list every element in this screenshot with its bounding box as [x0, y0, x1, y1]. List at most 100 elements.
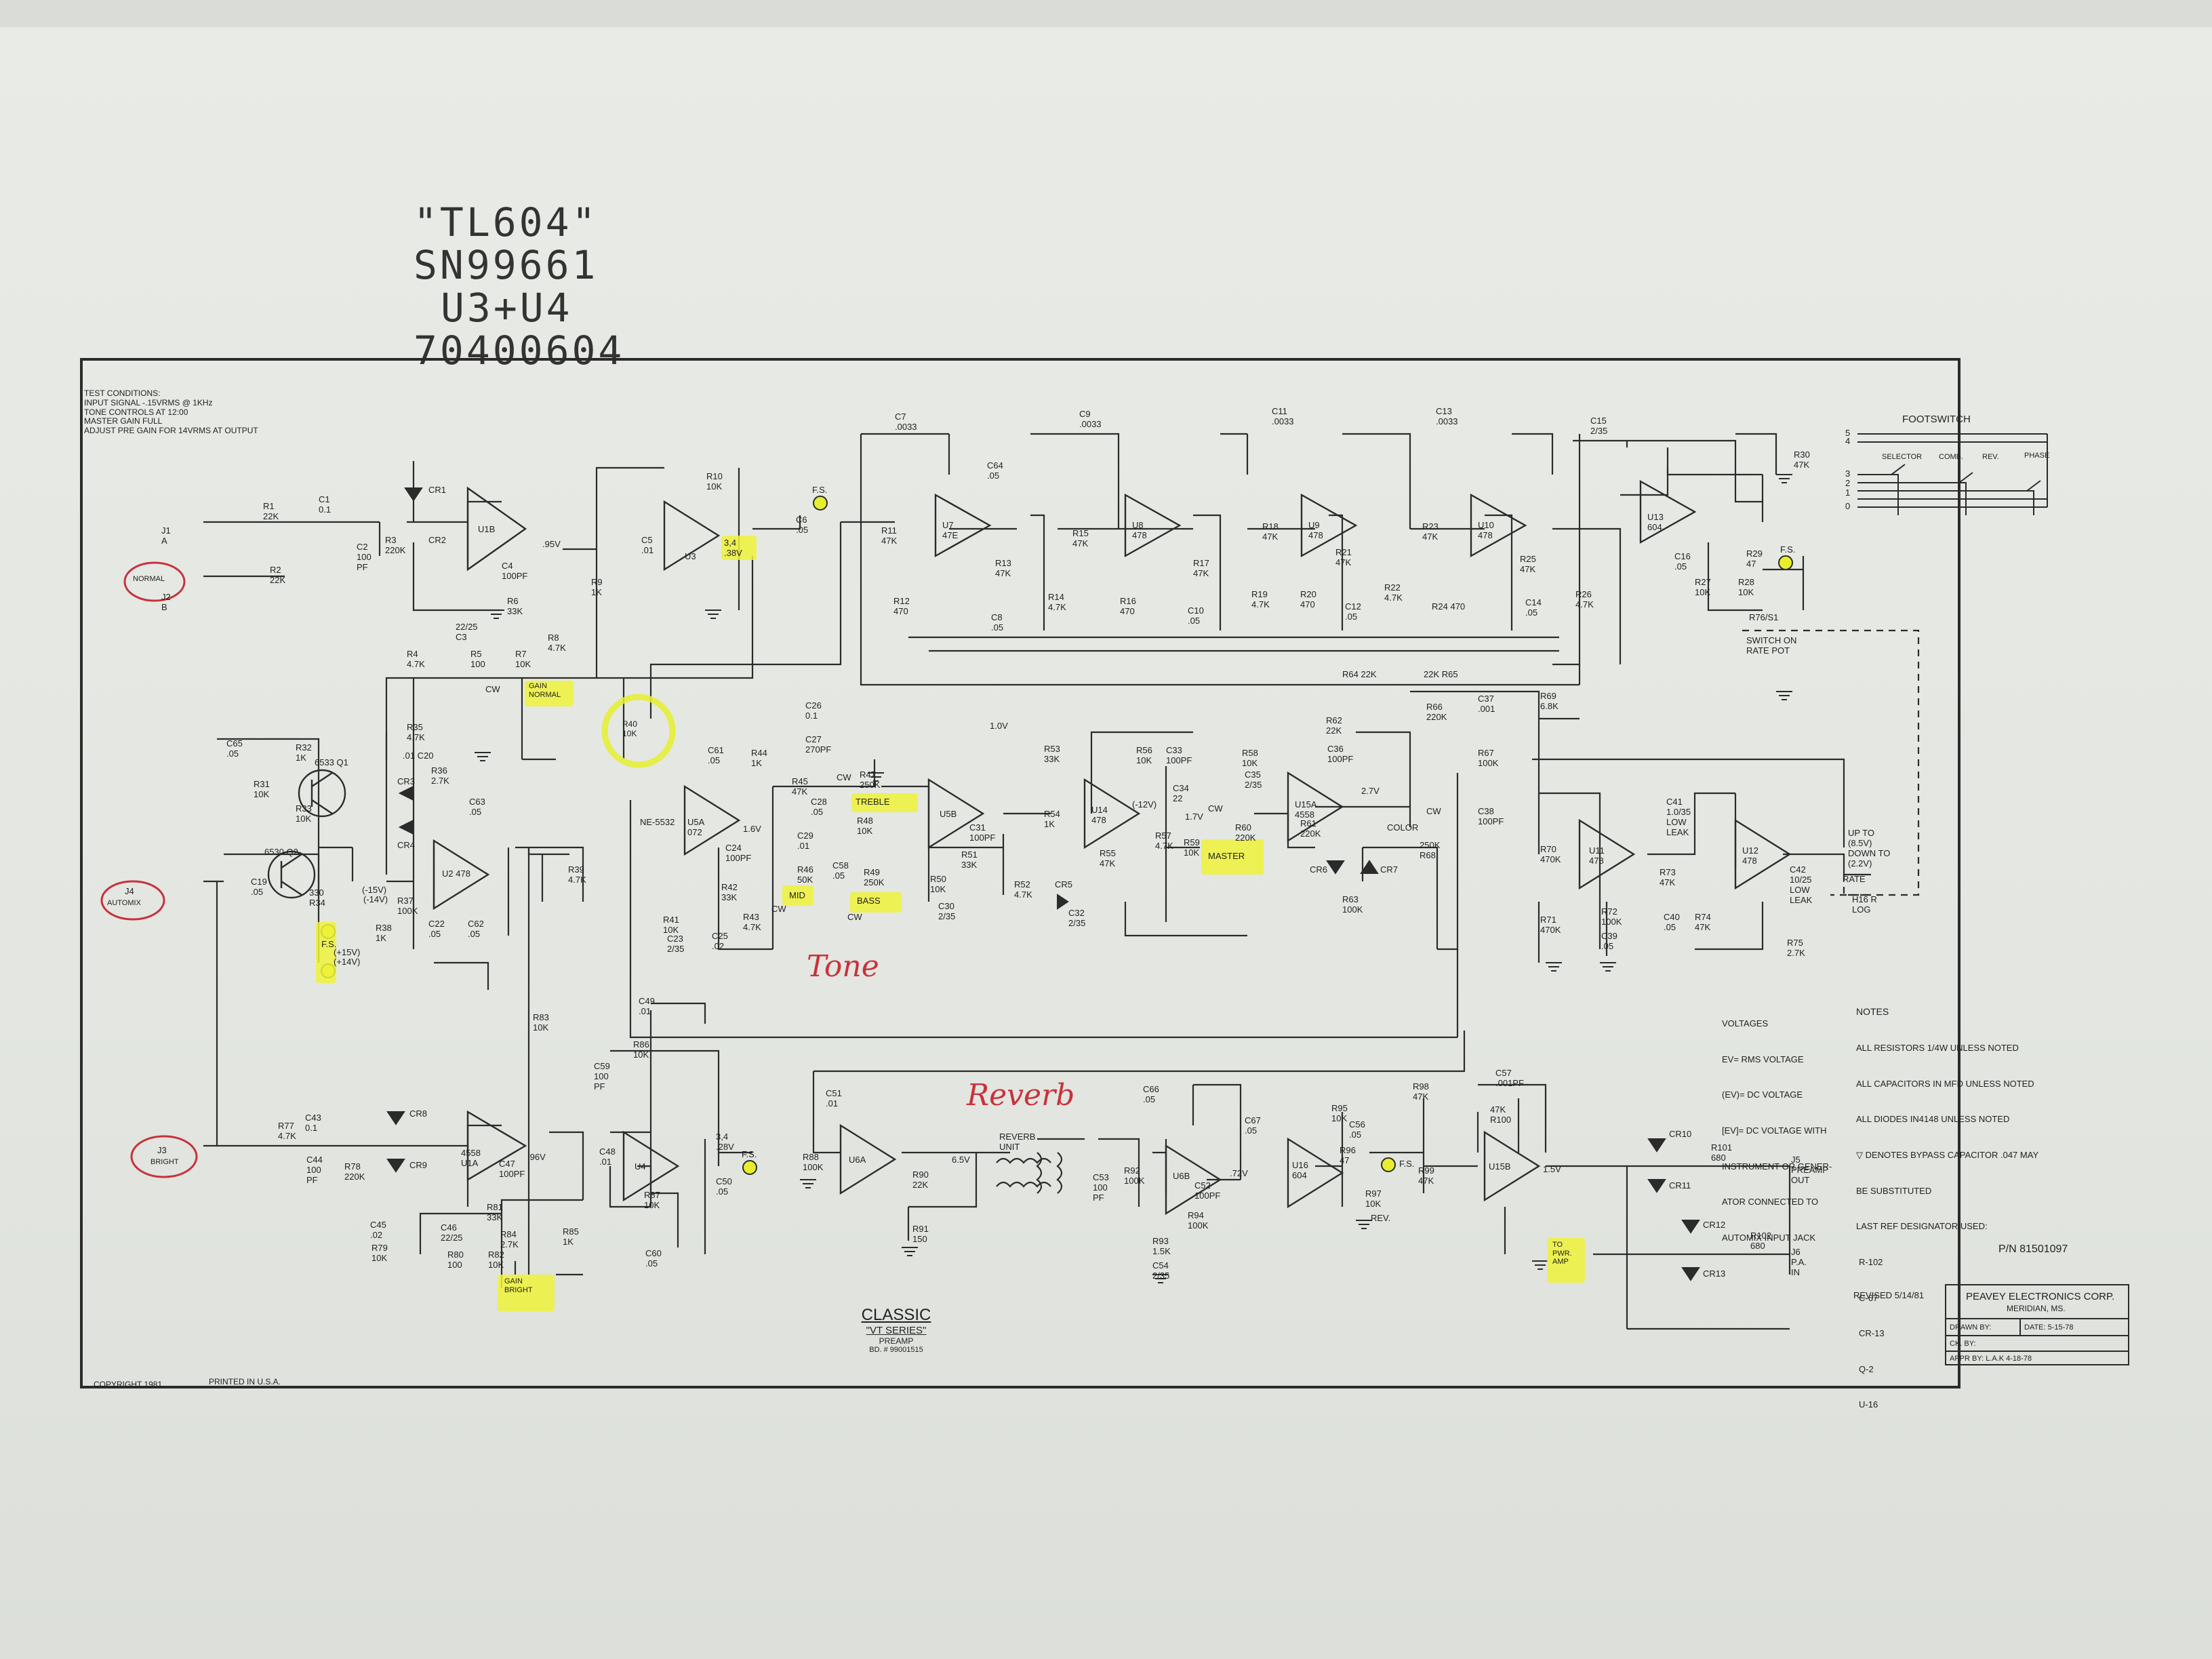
label-c41: C41 1.0/35 LOW LEAK [1666, 797, 1691, 837]
label-c65: C65 .05 [226, 738, 243, 759]
footswitch-wiring [1857, 433, 2048, 515]
label-r90: R90 22K [912, 1170, 929, 1190]
note-line-9: CR-13 [1859, 1328, 1885, 1339]
highlight-mid [782, 885, 813, 906]
ne5532-label: NE-5532 [640, 817, 675, 827]
label-up-to: UP TO (8.5V) DOWN TO (2.2V) [1848, 828, 1891, 868]
label-c42: C42 10/25 LOW LEAK [1790, 864, 1813, 905]
label-r93: R93 1.5K [1152, 1236, 1171, 1256]
gain-bright-label: GAIN BRIGHT [504, 1277, 533, 1294]
label-r57: R57 4.7K [1155, 831, 1173, 851]
label-c45: C45 .02 [370, 1220, 386, 1240]
opamp-u15a-symbol [1287, 771, 1344, 843]
schematic-border [80, 358, 1960, 1388]
diode-cr9-symbol [386, 1159, 405, 1173]
label-c24: C24 100PF [725, 843, 752, 863]
label-cr4: CR4 [397, 840, 416, 850]
highlight-v3-38 [721, 536, 757, 560]
highlight-to-pwr-amp [1547, 1238, 1585, 1283]
label-c58: C58 .05 [832, 860, 849, 881]
label-r10: R10 10K [706, 471, 723, 492]
label-r87: R87 10K [644, 1190, 660, 1210]
label-c51: C51 .01 [826, 1088, 842, 1108]
fs-label-5: F.S. [321, 939, 337, 949]
label-c4: C4 100PF [502, 561, 528, 581]
opamp-u1b-symbol [466, 486, 527, 572]
opamp-u2-label: U2 478 [442, 868, 470, 879]
revised-date: REVISED 5/14/81 [1853, 1290, 1925, 1300]
label-r60: R60 220K [1235, 822, 1256, 843]
voltage-v5: .96V [527, 1152, 546, 1162]
label-c25: C25 .02 [712, 931, 728, 951]
opamp-u6a-symbol [839, 1123, 897, 1195]
label-r41: R41 10K [663, 915, 679, 935]
label-r101: R101 680 [1711, 1142, 1733, 1163]
label-r47: R47 250K [860, 769, 881, 790]
opamp-u12-symbol [1734, 818, 1792, 890]
label-r102: R102 680 [1750, 1231, 1772, 1251]
label-r13: R13 47K [995, 558, 1011, 578]
label-r20: R20 470 [1300, 589, 1316, 609]
label-r2: R2 22K [270, 565, 286, 585]
product-board: BD. # 99001515 [869, 1346, 923, 1354]
label-rev: REV. [1371, 1213, 1391, 1223]
label-r3: R3 220K [385, 535, 406, 555]
highlight-gain-bright [498, 1275, 555, 1311]
voltage-v14: (+15V) [334, 947, 361, 957]
label-cr5: CR5 [1055, 879, 1073, 890]
fs-point-2 [1778, 555, 1793, 570]
fs-label-3: F.S. [742, 1149, 757, 1159]
label-c19: C19 .05 [251, 877, 267, 897]
to-pwr-amp-label: TO PWR. AMP [1552, 1241, 1572, 1266]
label-r91: R91 150 [912, 1224, 929, 1244]
label-r55: R55 47K [1100, 848, 1116, 868]
label-r63: R63 100K [1342, 894, 1363, 915]
opamp-u14-label: U14 478 [1091, 805, 1108, 825]
tone-annotation: Tone [807, 949, 879, 984]
label-c53: C53 100 PF [1093, 1172, 1109, 1203]
label-r37: R37 100K [397, 896, 418, 916]
voltage-notes: VOLTAGES EV= RMS VOLTAGE (EV)= DC VOLTAG… [1722, 994, 1832, 1256]
label-c59: C59 100 PF [594, 1061, 610, 1092]
label-r49: R49 250K [864, 867, 885, 887]
opamp-u10-label: U10 478 [1478, 520, 1494, 540]
label-cr3: CR3 [397, 776, 416, 786]
label-c34: C34 22 [1173, 783, 1189, 803]
label-r62: R62 22K [1326, 715, 1342, 736]
label-c66: C66 .05 [1143, 1084, 1159, 1104]
label-r86: R86 10K [633, 1039, 649, 1060]
label-c20: .01 C20 [403, 751, 434, 761]
label-cr11: CR11 [1669, 1180, 1691, 1191]
label-r79: R79 10K [371, 1243, 388, 1263]
footswitch-pin-5: 5 [1845, 428, 1851, 438]
label-c26: C26 0.1 [805, 700, 822, 721]
red-circle-bright [130, 1135, 198, 1178]
label-r68: 250K R68 [1420, 840, 1441, 860]
label-c62: C62 .05 [468, 919, 484, 939]
label-switch-on: SWITCH ON RATE POT [1746, 635, 1797, 656]
automix-input-label: AUTOMIX [107, 899, 141, 907]
fs-label-4: F.S. [1399, 1159, 1415, 1169]
opamp-u11-label: U11 478 [1589, 845, 1605, 866]
general-notes: NOTES ALL RESISTORS 1/4W UNLESS NOTED AL… [1856, 982, 2038, 1423]
label-r22: R22 4.7K [1384, 582, 1403, 603]
fs-label-2: F.S. [1780, 544, 1796, 555]
opamp-u9-label: U9 478 [1308, 520, 1323, 540]
label-c10: C10 .05 [1188, 605, 1204, 626]
label-r30: R30 47K [1794, 449, 1810, 470]
label-r44: R44 1K [751, 748, 767, 768]
label-r12: R12 470 [893, 596, 910, 616]
label-r45: R45 47K [792, 776, 808, 797]
highlight-gain-normal [525, 681, 574, 706]
label-r33: R33 10K [296, 803, 312, 824]
label-c54: C54 2/35 [1152, 1260, 1170, 1281]
label-r43: R43 4.7K [743, 912, 761, 932]
footswitch-phase: PHASE [2024, 452, 2050, 460]
label-r53: R53 33K [1044, 744, 1060, 764]
label-r56: R56 10K [1136, 745, 1152, 765]
label-c67: C67 .05 [1245, 1115, 1261, 1136]
label-r15: R15 47K [1072, 528, 1089, 548]
label-r52: R52 4.7K [1014, 879, 1032, 900]
note-line-1: ALL RESISTORS 1/4W UNLESS NOTED [1856, 1043, 2019, 1054]
opamp-u8-label: U8 478 [1132, 520, 1147, 540]
